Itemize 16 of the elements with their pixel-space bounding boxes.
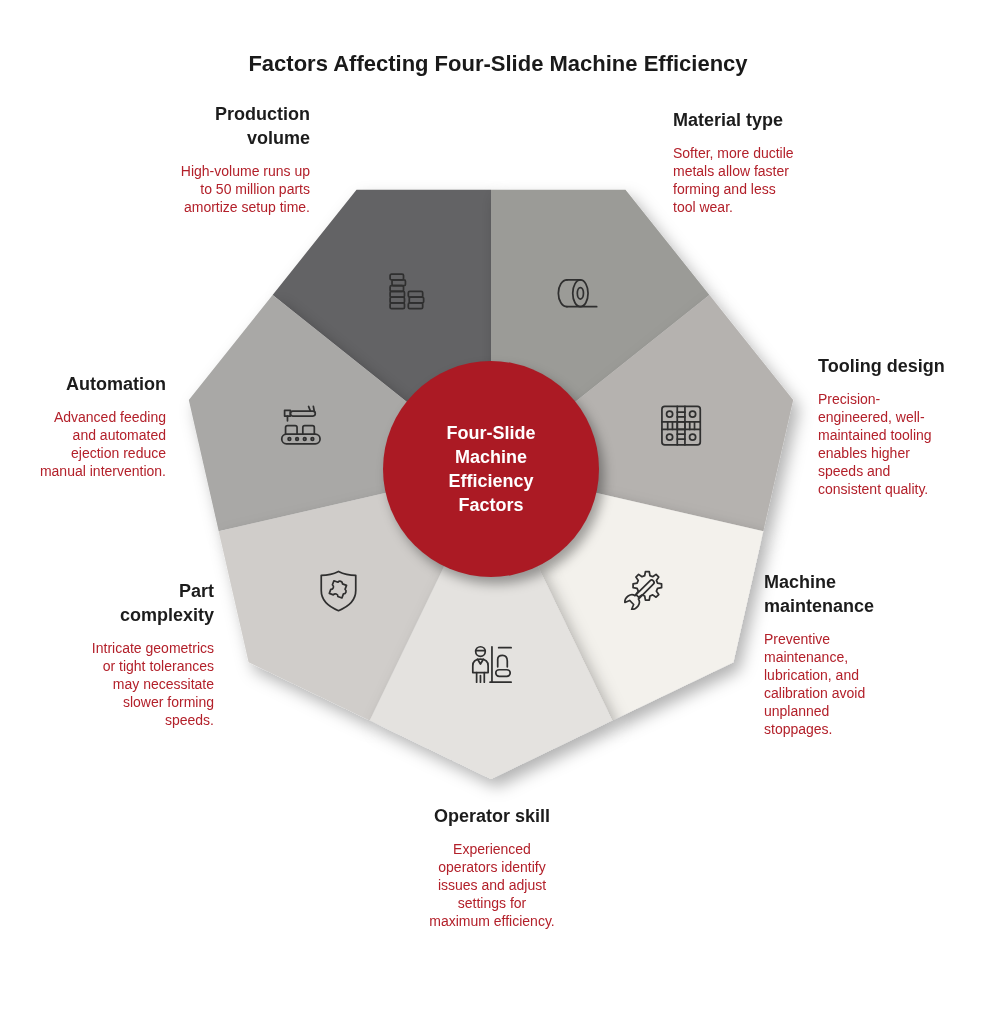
factor-description: Advanced feeding and automated ejection reduce manual intervention. xyxy=(38,408,166,480)
factor-heading: Automation xyxy=(66,373,166,396)
factor-description: High-volume runs up to 50 million parts amortize setup time. xyxy=(179,162,310,216)
factor-description: Intricate geometrics or tight tolerances may necessitate slower forming speeds. xyxy=(90,639,214,729)
hub-title: Four-Slide Machine Efficiency Factors xyxy=(445,422,537,517)
factor-heading: Tooling design xyxy=(818,355,945,378)
factor-heading: Machine maintenance xyxy=(764,571,876,618)
factor-heading: Material type xyxy=(673,109,784,132)
factor-description: Precision-engineered, well-maintained tooling enables higher speeds and consistent quality. xyxy=(818,390,933,498)
factor-heading: Part complexity xyxy=(118,580,214,627)
diagram-title: Factors Affecting Four-Slide Machine Efficiency xyxy=(248,50,748,78)
factor-heading: Production volume xyxy=(214,103,310,150)
factor-description: Softer, more ductile metals allow faster forming and less tool wear. xyxy=(673,144,795,216)
factor-heading: Operator skill xyxy=(433,805,550,828)
factor-description: Preventive maintenance, lubrication, and calibration avoid unplanned stoppages. xyxy=(764,630,867,738)
factor-description: Experienced operators identify issues and adjust settings for maximum efficiency. xyxy=(428,840,556,930)
